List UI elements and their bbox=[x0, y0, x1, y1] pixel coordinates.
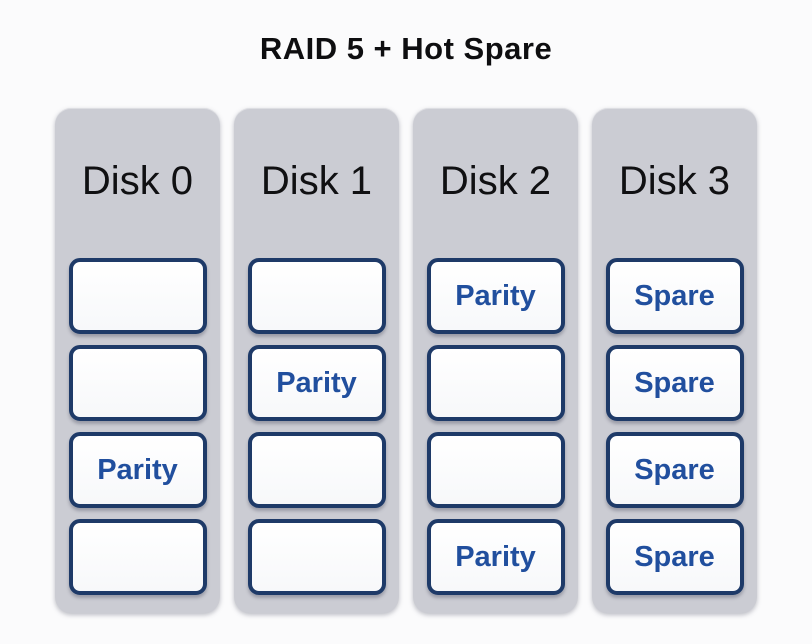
raid-block: Parity bbox=[247, 345, 386, 421]
disk-label: Disk 2 bbox=[439, 159, 552, 203]
raid-block: Parity bbox=[68, 432, 207, 508]
disk-label: Disk 1 bbox=[260, 159, 373, 203]
block-label: Parity bbox=[276, 366, 357, 399]
disk-column-1: Disk 1 Parity bbox=[234, 108, 399, 613]
block-stack: Parity bbox=[247, 258, 386, 595]
block-label: Spare bbox=[634, 279, 715, 312]
disk-column-3: Disk 3 Spare Spare Spare Spare bbox=[592, 108, 757, 613]
block-label: Parity bbox=[455, 540, 536, 573]
block-label: Spare bbox=[634, 453, 715, 486]
raid-block bbox=[247, 519, 386, 595]
block-stack: Parity bbox=[68, 258, 207, 595]
disk-column-0: Disk 0 Parity bbox=[55, 108, 220, 613]
raid-block: Spare bbox=[605, 345, 744, 421]
disk-column-2: Disk 2 Parity Parity bbox=[413, 108, 578, 613]
raid-block bbox=[247, 432, 386, 508]
block-label: Parity bbox=[455, 279, 536, 312]
disk-row: Disk 0 Parity Disk 1 Parity Disk 2 Parit… bbox=[0, 108, 812, 613]
raid-block: Parity bbox=[426, 519, 565, 595]
disk-label: Disk 0 bbox=[81, 159, 194, 203]
block-stack: Spare Spare Spare Spare bbox=[605, 258, 744, 595]
raid-block: Spare bbox=[605, 432, 744, 508]
raid-block bbox=[68, 519, 207, 595]
page-title: RAID 5 + Hot Spare bbox=[259, 31, 553, 66]
raid-block bbox=[68, 345, 207, 421]
raid-block bbox=[426, 432, 565, 508]
disk-label: Disk 3 bbox=[618, 159, 731, 203]
raid-block bbox=[247, 258, 386, 334]
raid-block: Spare bbox=[605, 519, 744, 595]
raid-block: Parity bbox=[426, 258, 565, 334]
raid-block bbox=[68, 258, 207, 334]
block-label: Spare bbox=[634, 366, 715, 399]
raid-block: Spare bbox=[605, 258, 744, 334]
raid-block bbox=[426, 345, 565, 421]
block-label: Parity bbox=[97, 453, 178, 486]
block-stack: Parity Parity bbox=[426, 258, 565, 595]
block-label: Spare bbox=[634, 540, 715, 573]
